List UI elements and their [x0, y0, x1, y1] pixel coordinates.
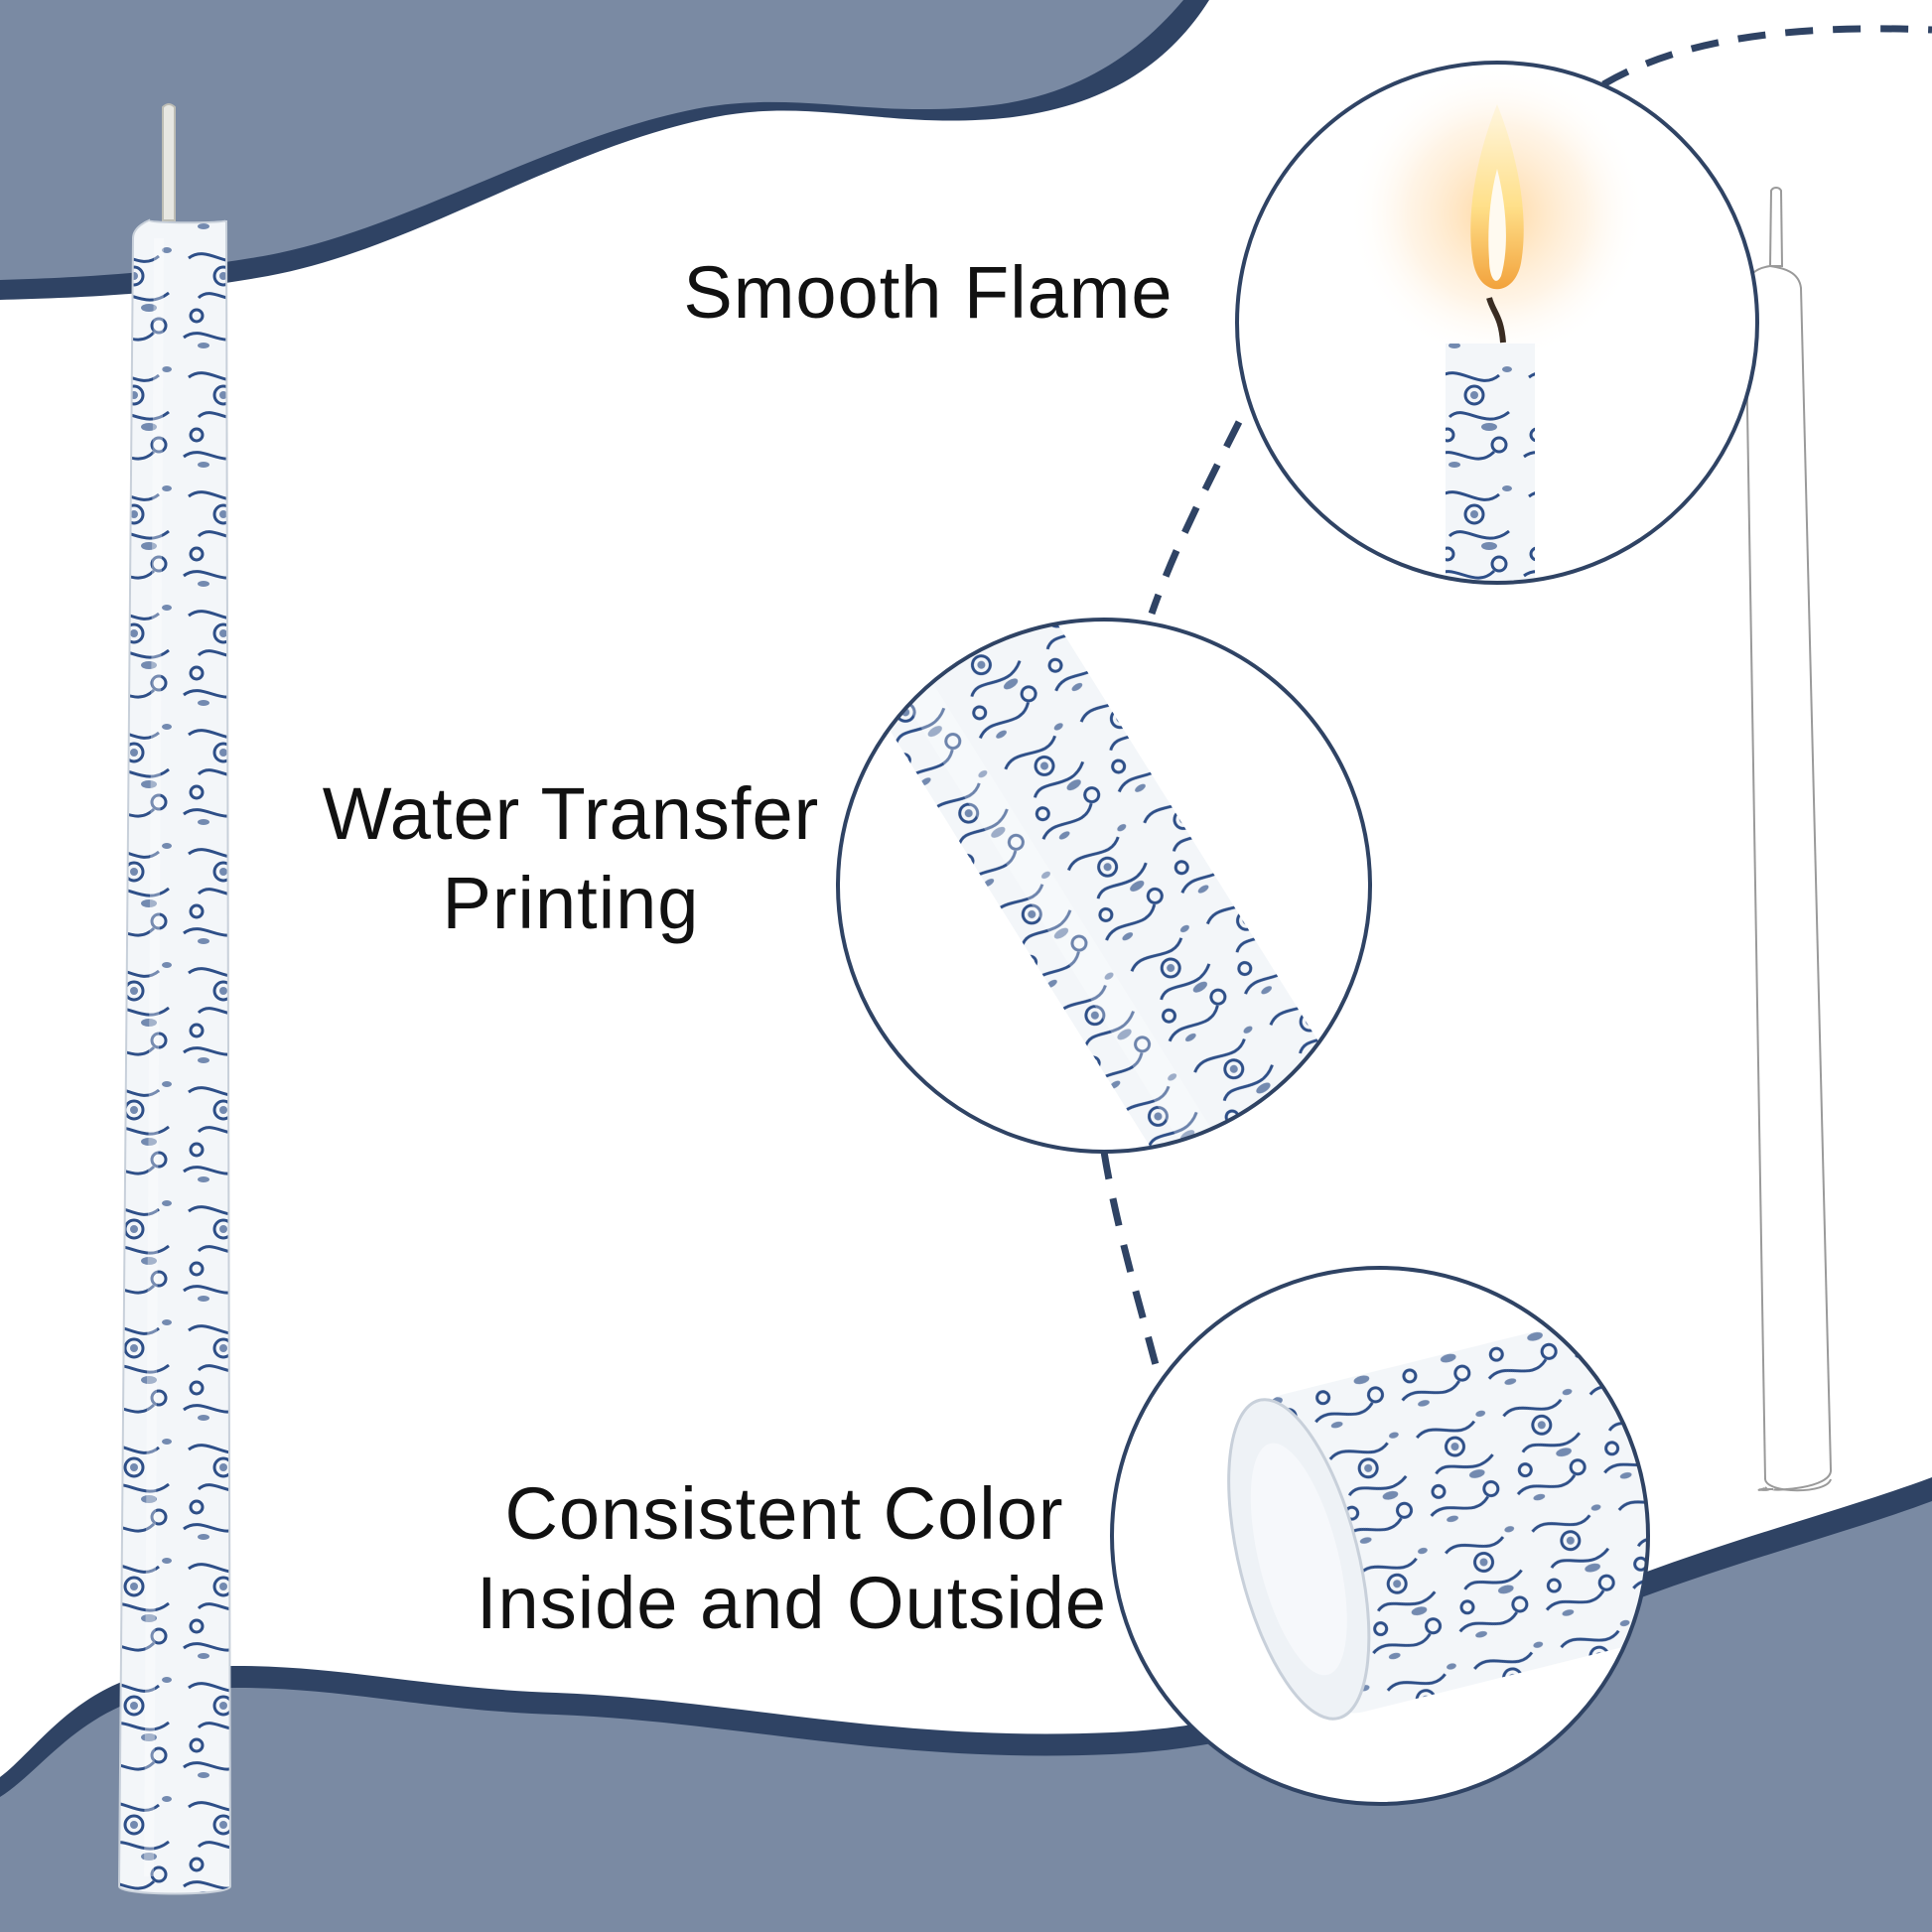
smooth-flame-text: Smooth Flame [683, 251, 1173, 334]
smooth-flame-label: Smooth Flame [645, 248, 1211, 338]
consistent-color-line1: Consistent Color [504, 1472, 1064, 1555]
water-transfer-printing-detail [836, 618, 1372, 1154]
water-transfer-line1: Water Transfer [322, 772, 820, 855]
consistent-color-line2: Inside and Outside [477, 1562, 1108, 1644]
bottom-wave-shape [0, 1477, 1932, 1932]
water-transfer-line2: Printing [442, 862, 700, 944]
top-wave-shape [0, 0, 1209, 300]
consistent-color-detail [1110, 1266, 1650, 1806]
candle-outline-drawing [1743, 187, 1833, 1492]
main-taper-candle [117, 103, 232, 1895]
consistent-color-label: Consistent Color Inside and Outside [477, 1469, 1108, 1648]
dashed-connector-line [1100, 25, 1932, 1381]
smooth-flame-detail [1235, 61, 1759, 585]
water-transfer-printing-label: Water Transfer Printing [288, 769, 854, 948]
